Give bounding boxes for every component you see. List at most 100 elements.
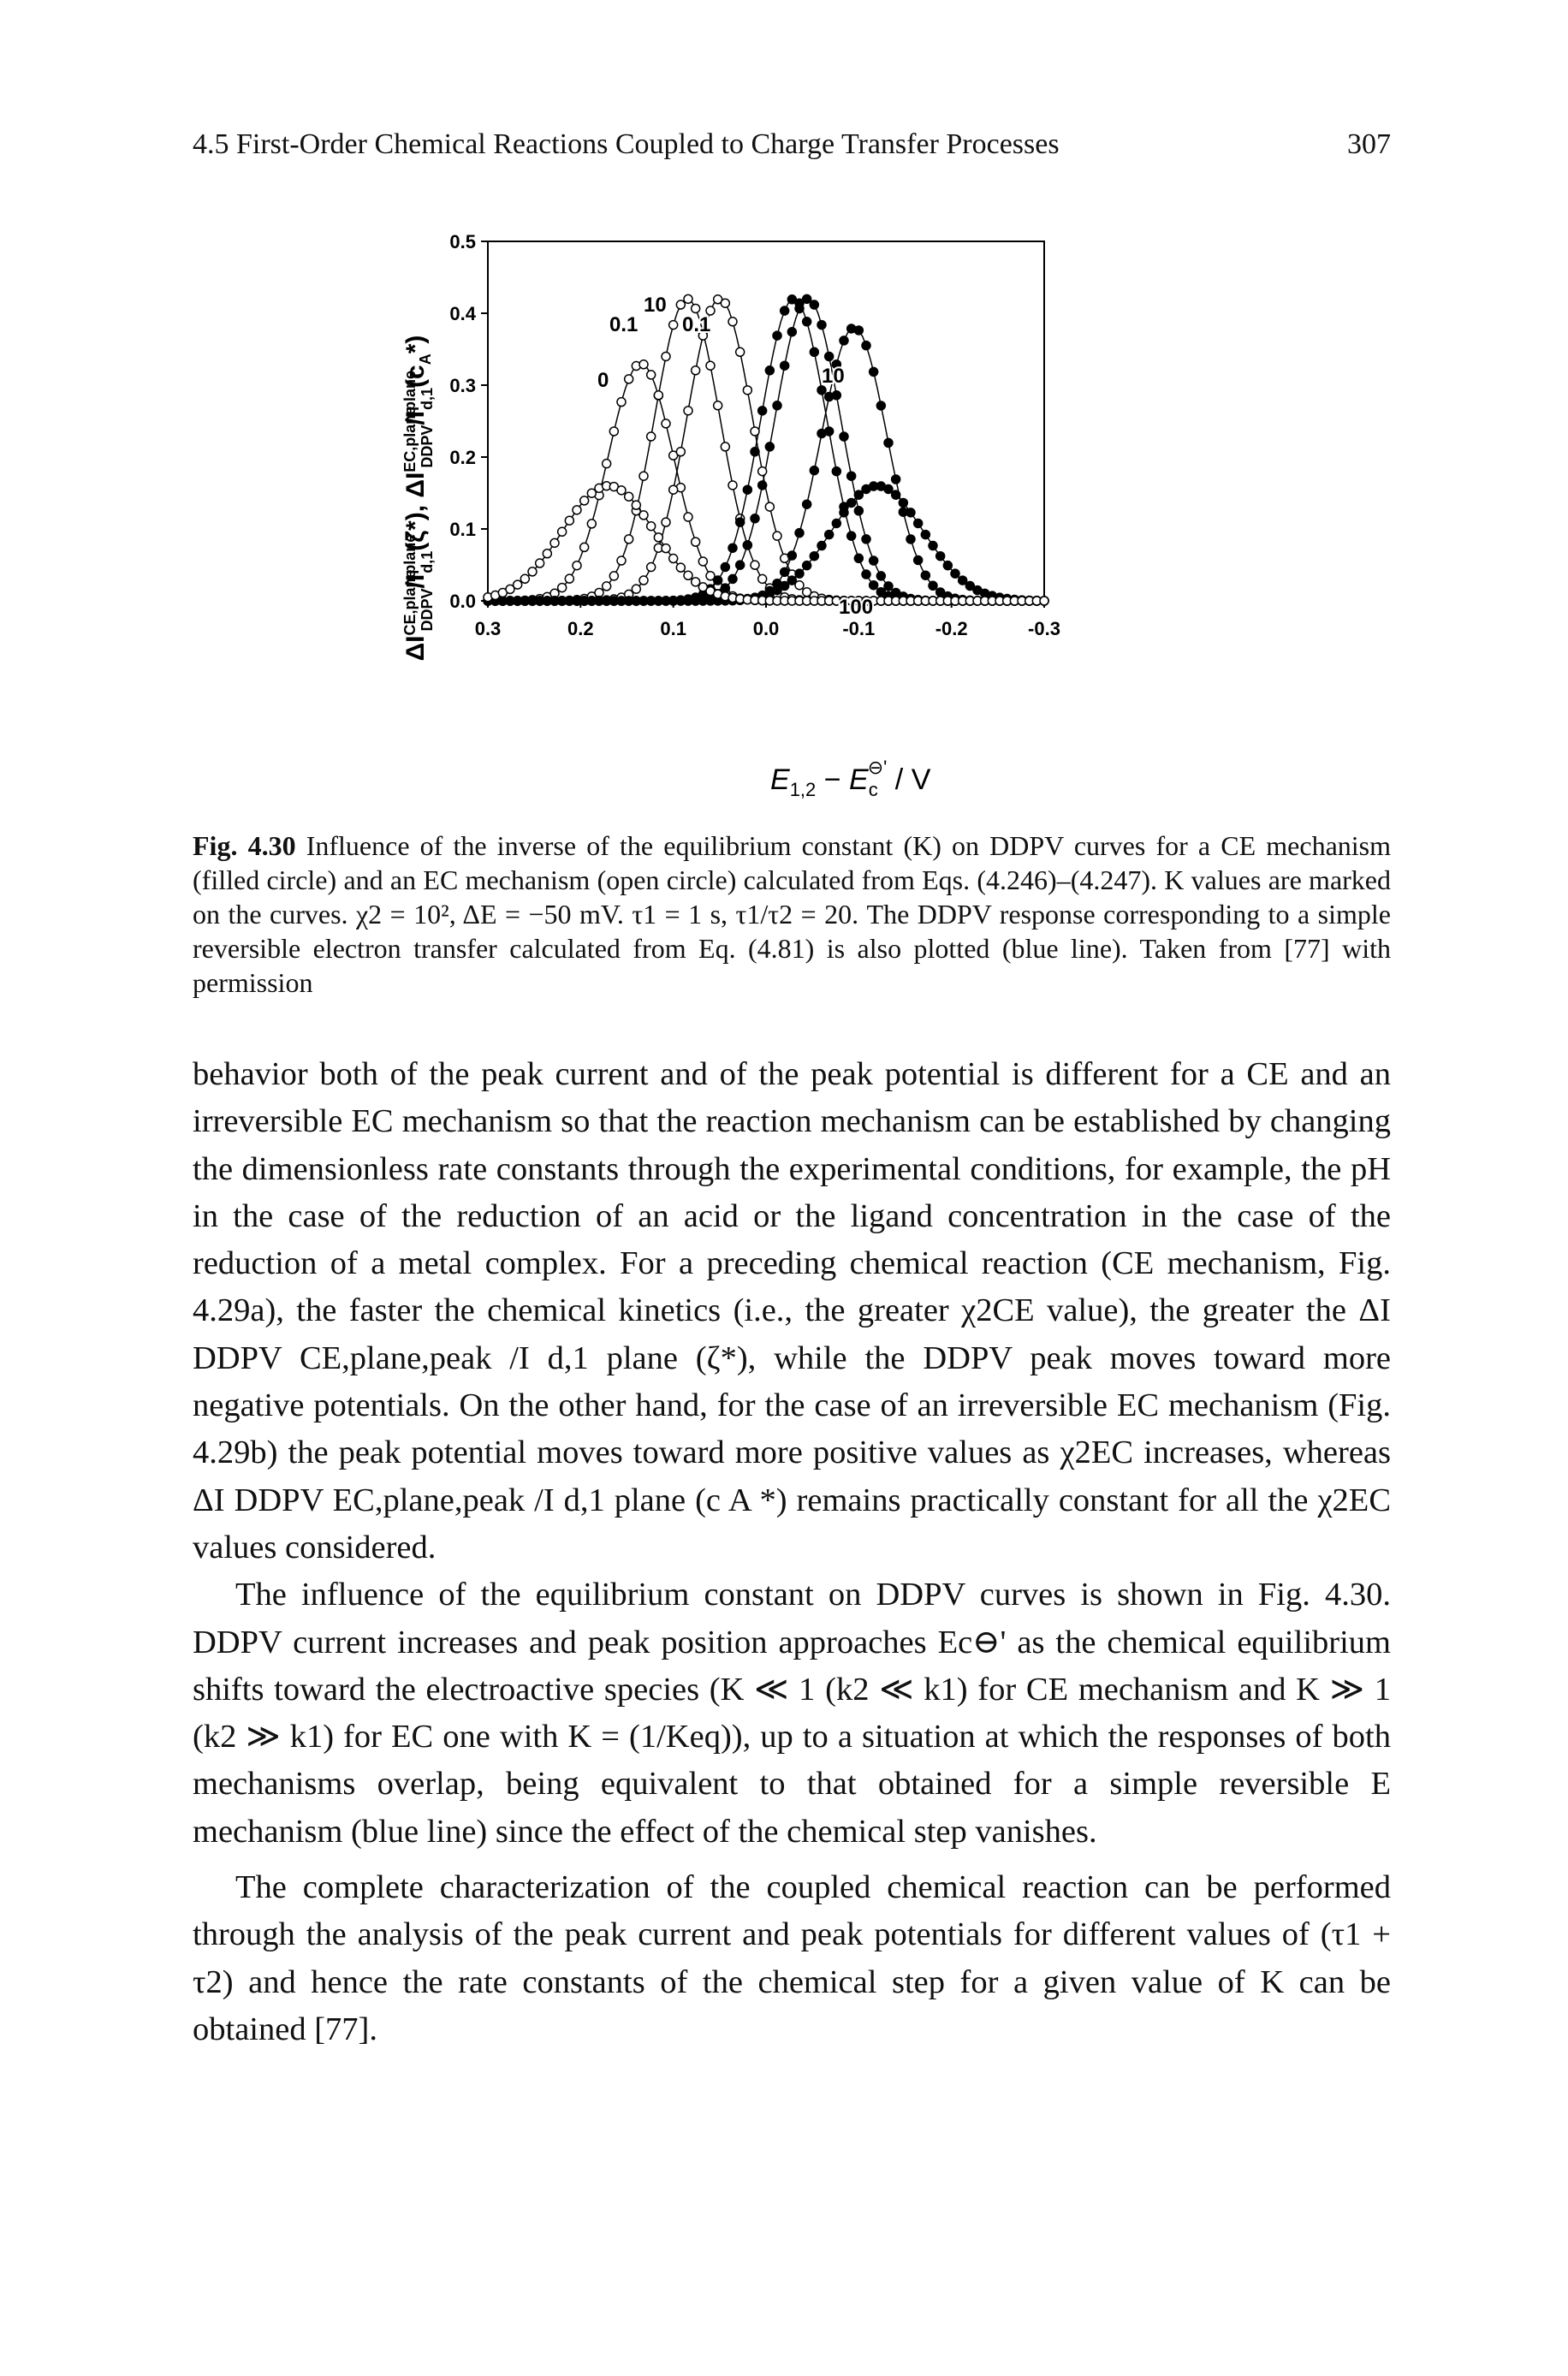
series-point — [720, 561, 731, 573]
series-point — [809, 347, 820, 358]
series-point — [668, 484, 679, 495]
series-point — [890, 474, 901, 484]
series-point — [772, 330, 782, 341]
y-axis-label-text: ΔICE,planeDDPV/Iplaned,1(ζ*), ΔIEC,plane… — [401, 336, 436, 662]
series-point — [638, 471, 649, 481]
series-point — [912, 555, 924, 566]
x-tick-label: 0.3 — [475, 618, 502, 639]
series-point — [683, 570, 693, 581]
y-tick-label: 0.4 — [449, 303, 476, 324]
series-line — [488, 299, 1044, 602]
series-point — [742, 540, 753, 550]
x-axis-label-text: E1,2 − Ec⊖' / V — [770, 757, 931, 800]
series-point — [616, 396, 627, 407]
y-tick-label: 0.2 — [449, 447, 476, 468]
series-point — [734, 560, 745, 570]
series-point — [935, 550, 946, 561]
series-point — [712, 294, 723, 305]
series-point — [794, 303, 805, 314]
series-point — [823, 529, 834, 540]
series-point — [846, 497, 857, 508]
series-point — [623, 374, 634, 384]
series-point — [957, 575, 968, 585]
series-point — [868, 579, 879, 591]
series-point — [638, 510, 649, 520]
series-point — [683, 406, 693, 416]
series-point — [928, 580, 938, 591]
figure-label: Fig. 4.30 — [193, 830, 296, 861]
body-text: behavior both of the peak current and of… — [193, 1051, 1391, 2053]
series-point — [645, 431, 656, 442]
series-point — [734, 517, 745, 527]
series-point — [572, 505, 582, 515]
series-point — [512, 579, 523, 590]
curve-label: 0 — [597, 369, 609, 392]
x-tick-label: 0.1 — [660, 618, 686, 639]
series-point — [757, 406, 768, 416]
series-point — [868, 366, 879, 377]
series-point — [675, 447, 686, 457]
caption-text: Influence of the inverse of the equilibr… — [193, 830, 1392, 998]
series-point — [720, 442, 731, 452]
figure-4-30: ΔICE,planeDDPV/Iplaned,1(ζ*), ΔIEC,plane… — [377, 216, 1232, 819]
series-point — [564, 573, 575, 584]
series-point — [638, 575, 649, 585]
series-point — [772, 585, 782, 596]
series-point — [757, 573, 768, 585]
series-point — [772, 531, 782, 541]
curve-label: 0.1 — [682, 313, 710, 336]
series-point — [542, 549, 553, 559]
series-point — [750, 560, 760, 570]
curve-label: 10 — [644, 294, 667, 317]
x-axis-label: E1,2 − Ec⊖' / V — [770, 757, 931, 800]
series-point — [661, 351, 671, 362]
series-point — [750, 426, 760, 437]
series-point — [823, 351, 834, 362]
series-point — [853, 553, 864, 564]
series-point — [675, 562, 686, 573]
series-point — [920, 570, 931, 580]
series-point — [764, 365, 775, 376]
series-point — [787, 326, 798, 337]
series-point — [779, 580, 790, 591]
series-point — [839, 508, 849, 518]
paragraph-2: The influence of the equilibrium constan… — [193, 1577, 1391, 1850]
series-point — [757, 466, 768, 477]
series-point — [861, 534, 871, 544]
series-point — [853, 490, 864, 500]
running-title: 4.5 First-Order Chemical Reactions Coupl… — [193, 128, 1060, 160]
x-tick-label: -0.3 — [1028, 618, 1060, 639]
series-point — [661, 543, 671, 554]
y-axis-label: ΔICE,planeDDPV/Iplaned,1(ζ*), ΔIEC,plane… — [401, 336, 436, 662]
series-point — [787, 294, 798, 305]
series-point — [728, 480, 738, 490]
series-point — [817, 385, 827, 395]
series-point — [876, 401, 887, 411]
series-point — [742, 484, 753, 495]
series-point — [779, 360, 790, 371]
series-point — [846, 471, 857, 481]
series-point — [801, 560, 812, 571]
series-point — [831, 466, 842, 477]
series-point — [794, 527, 805, 538]
x-tick-label: -0.1 — [842, 618, 875, 639]
plot-frame — [487, 241, 1045, 602]
series-point — [861, 569, 871, 579]
series-point — [527, 567, 538, 577]
series-point — [823, 391, 834, 402]
series-point — [661, 517, 671, 527]
series-point — [505, 584, 515, 595]
series-point — [705, 571, 716, 581]
y-tick-label: 0.5 — [449, 231, 476, 252]
series-point — [839, 431, 849, 442]
y-tick-label: 0.0 — [449, 591, 476, 612]
series-point — [556, 582, 567, 593]
series-point — [839, 336, 849, 346]
series-point — [638, 359, 649, 370]
series-point — [690, 303, 701, 314]
series-point — [616, 485, 627, 496]
series-point — [942, 560, 953, 571]
series-point — [883, 581, 894, 591]
series-point — [817, 428, 827, 439]
